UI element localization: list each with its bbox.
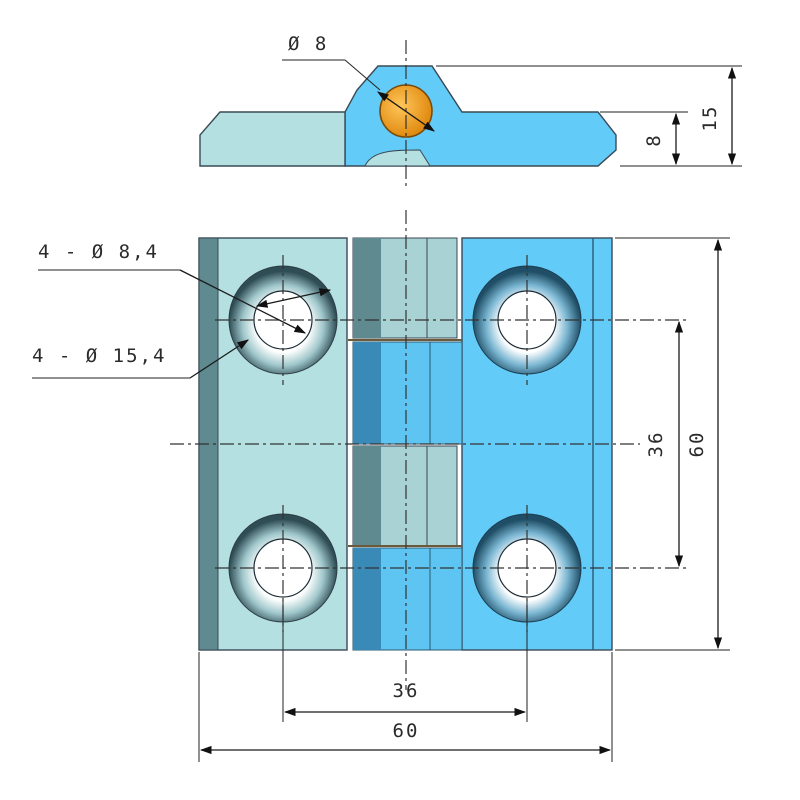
top-view-knuckle-notch (364, 149, 431, 167)
pin-diameter-label: Ø 8 (288, 33, 328, 55)
knuckle (348, 237, 463, 651)
top-view-left-leaf (199, 111, 346, 167)
dim-60-horizontal-label: 60 (393, 720, 420, 742)
countersink-diameter-label: 4 - Ø 15,4 (32, 345, 166, 367)
dim-15-label: 15 (699, 105, 721, 132)
top-view: Ø 8 15 8 (199, 33, 742, 190)
front-view: 4 - Ø 8,4 4 - Ø 15,4 36 60 36 60 (32, 210, 730, 762)
dim-60-vertical-label: 60 (686, 431, 708, 458)
dim-8-label: 8 (643, 133, 665, 146)
hole-diameter-label: 4 - Ø 8,4 (38, 241, 159, 263)
dim-36-horizontal-label: 36 (393, 680, 420, 702)
dim-36-vertical-label: 36 (645, 431, 667, 458)
